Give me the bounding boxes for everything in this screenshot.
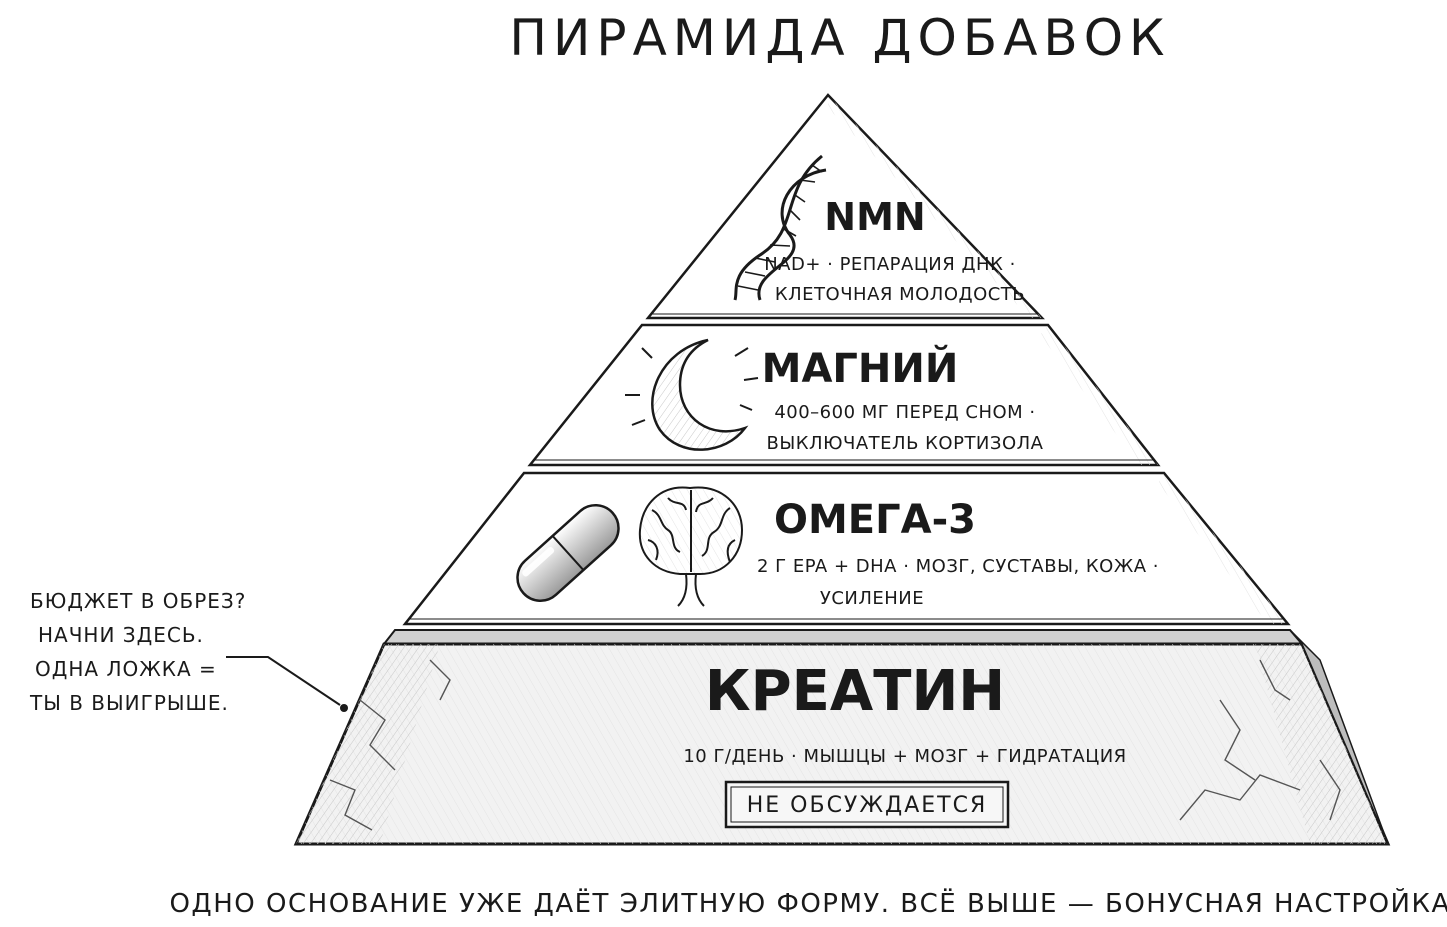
tier-nmn-desc-line1: NAD+ · РЕПАРАЦИЯ ДНК · [764, 254, 1016, 275]
footer-caption: ОДНО ОСНОВАНИЕ УЖЕ ДАЁТ ЭЛИТНУЮ ФОРМУ. В… [169, 887, 1447, 919]
tier-magnesium-desc-line2: ВЫКЛЮЧАТЕЛЬ КОРТИЗОЛА [767, 433, 1044, 454]
tier-omega3-name: ОМЕГА-3 [774, 497, 976, 543]
tier-magnesium-name: МАГНИЙ [762, 344, 959, 392]
tier-nmn: NMN NAD+ · РЕПАРАЦИЯ ДНК · КЛЕТОЧНАЯ МОЛ… [645, 93, 1045, 320]
capsule-icon [516, 503, 620, 603]
brain-icon [638, 486, 744, 607]
tier-omega3-desc-line1: 2 Г EPA + DHA · МОЗГ, СУСТАВЫ, КОЖА · [757, 556, 1159, 577]
side-note-line4: ТЫ В ВЫИГРЫШЕ. [29, 691, 229, 715]
tier-magnesium: МАГНИЙ 400–600 МГ ПЕРЕД СНОМ · ВЫКЛЮЧАТЕ… [527, 323, 1161, 467]
dna-helix-icon [733, 154, 827, 301]
side-note-line2: НАЧНИ ЗДЕСЬ. [38, 623, 204, 647]
side-note-leader-dot [340, 704, 348, 712]
tier-creatine-name: КРЕАТИН [705, 659, 1005, 724]
non-negotiable-badge: НЕ ОБСУЖДАЕТСЯ [747, 793, 988, 818]
tier-nmn-desc-line2: КЛЕТОЧНАЯ МОЛОДОСТЬ [775, 284, 1025, 305]
tier-omega3: ОМЕГА-3 2 Г EPA + DHA · МОЗГ, СУСТАВЫ, К… [402, 471, 1291, 626]
side-note-line1: БЮДЖЕТ В ОБРЕЗ? [30, 589, 246, 613]
side-note-leader-line [226, 656, 341, 706]
side-note-line3: ОДНА ЛОЖКА = [35, 657, 217, 681]
crescent-moon-icon [625, 338, 759, 451]
tier-creatine: КРЕАТИН 10 Г/ДЕНЬ · МЫШЦЫ + МОЗГ + ГИДРА… [293, 629, 1391, 846]
page-title: ПИРАМИДА ДОБАВОК [509, 9, 1170, 67]
tier-nmn-name: NMN [824, 195, 925, 239]
non-negotiable-badge-frame [724, 780, 1010, 829]
budget-side-note: БЮДЖЕТ В ОБРЕЗ? НАЧНИ ЗДЕСЬ. ОДНА ЛОЖКА … [29, 589, 348, 715]
tier-omega3-desc-line2: УСИЛЕНИЕ [820, 588, 924, 609]
tier-magnesium-desc-line1: 400–600 МГ ПЕРЕД СНОМ · [774, 402, 1035, 423]
tier-creatine-desc-line1: 10 Г/ДЕНЬ · МЫШЦЫ + МОЗГ + ГИДРАТАЦИЯ [683, 746, 1126, 767]
